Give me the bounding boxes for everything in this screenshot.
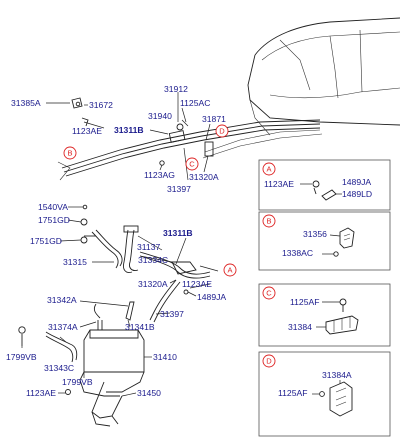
inset-a: A 1123AE 1489JA 1489LD: [258, 159, 391, 211]
label-1751gd-upper: 1751GD: [38, 215, 70, 225]
label-31320a-mid: 31320A: [138, 279, 168, 289]
label-1799vb-left: 1799VB: [6, 352, 37, 362]
canister-assembly: [18, 303, 145, 427]
label-31397-mid: 31397: [160, 309, 184, 319]
label-1751gd-lower: 1751GD: [30, 236, 62, 246]
inset-d-part-1125af: 1125AF: [278, 388, 307, 398]
inset-a-part-1489ld: 1489LD: [342, 189, 372, 199]
label-1123ae-top: 1123AE: [72, 126, 102, 136]
inset-d-part-31384a: 31384A: [322, 370, 352, 380]
leader-lines: [21, 92, 219, 397]
label-31342a: 31342A: [47, 295, 77, 305]
inset-d-letter: D: [266, 357, 272, 366]
label-31334c: 31334C: [138, 255, 168, 265]
inset-c-part-31384: 31384: [288, 322, 312, 332]
label-1123ae-bottom: 1123AE: [26, 388, 56, 398]
label-31450: 31450: [137, 388, 161, 398]
callout-b-text: B: [67, 149, 72, 158]
canister-hoses: [80, 204, 211, 323]
callout-a-text: A: [227, 266, 232, 275]
inset-c-part-1125af: 1125AF: [290, 297, 319, 307]
label-31912: 31912: [164, 84, 188, 94]
label-1125ac: 1125AC: [180, 98, 210, 108]
label-31410: 31410: [153, 352, 177, 362]
label-31374a: 31374A: [48, 322, 78, 332]
label-31311b-top: 31311B: [114, 125, 144, 135]
callout-c-main: C: [185, 157, 199, 171]
inset-b: B 31356 1338AC: [258, 211, 391, 271]
inset-b-part-31356: 31356: [303, 229, 327, 239]
inset-a-letter: A: [266, 165, 271, 174]
label-31341b: 31341B: [125, 322, 155, 332]
label-31672: 31672: [89, 100, 113, 110]
vehicle-body-outline: [247, 17, 400, 136]
label-31315: 31315: [63, 257, 87, 267]
label-31343c: 31343C: [44, 363, 74, 373]
label-1489ja-main: 1489JA: [197, 292, 226, 302]
label-31871: 31871: [202, 114, 226, 124]
inset-a-part-1123ae: 1123AE: [264, 179, 294, 189]
inset-c: C 1125AF 31384: [258, 283, 391, 347]
callout-b-main: B: [63, 146, 77, 160]
inset-c-letter: C: [266, 289, 272, 298]
label-31320a-top: 31320A: [189, 172, 219, 182]
callout-a-main: A: [223, 263, 237, 277]
label-1540va: 1540VA: [38, 202, 68, 212]
inset-a-part-1489ja: 1489JA: [342, 177, 371, 187]
label-31137: 31137: [137, 242, 160, 252]
part-labels: 31385A 31672 1123AE 31311B 31912 1125AC …: [6, 84, 226, 398]
label-31385a: 31385A: [11, 98, 41, 108]
label-31397-top: 31397: [167, 184, 191, 194]
label-31311b-mid: 31311B: [163, 228, 193, 238]
inset-b-letter: B: [266, 217, 271, 226]
label-1799vb-bottom: 1799VB: [62, 377, 93, 387]
label-31940: 31940: [148, 111, 172, 121]
label-1123ag: 1123AG: [144, 170, 175, 180]
callout-d-text: D: [219, 127, 225, 136]
callout-c-text: C: [189, 160, 195, 169]
label-1123ae-mid: 1123AE: [182, 279, 212, 289]
callout-d-main: D: [215, 124, 229, 138]
inset-d: D 31384A 1125AF: [258, 351, 391, 437]
inset-b-part-1338ac: 1338AC: [282, 248, 313, 258]
